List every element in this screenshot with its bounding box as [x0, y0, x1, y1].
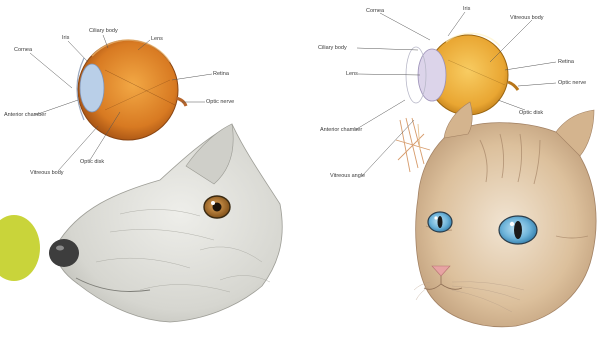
- dog-label-retina: Retina: [213, 71, 229, 77]
- cat-label-optic-nerve: Optic nerve: [558, 80, 586, 86]
- cat-optic-nerve: [508, 82, 518, 90]
- cat-label-cornea: Cornea: [366, 8, 384, 14]
- dog-nose: [49, 239, 79, 267]
- dog-eye-diagram: [30, 35, 212, 171]
- cat-label-ciliary-body: Ciliary body: [318, 45, 347, 51]
- dog-label-optic-nerve: Optic nerve: [206, 99, 234, 105]
- cat-label-vitreous-angle: Vitreous angle: [330, 173, 365, 179]
- dog-label-cornea: Cornea: [14, 47, 32, 53]
- dog-head-illustration: [49, 124, 282, 322]
- cat-muscle-sketch: [396, 118, 430, 172]
- dog-lens: [80, 64, 104, 112]
- cat-label-lens: Lens: [346, 71, 358, 77]
- dog-label-lens: Lens: [151, 36, 163, 42]
- dog-label-optic-disk: Optic disk: [80, 159, 104, 165]
- cat-label-retina: Retina: [558, 59, 574, 65]
- cat-label-iris: Iris: [463, 6, 470, 12]
- dog-label-iris: Iris: [62, 35, 69, 41]
- dog-label-ciliary-body: Ciliary body: [89, 28, 118, 34]
- cat-lens: [418, 49, 446, 101]
- dog-head-shape: [56, 124, 283, 322]
- cat-label-optic-disk: Optic disk: [519, 110, 543, 116]
- cat-label-vitreous-body: Vitreous body: [510, 15, 544, 21]
- cat-head-illustration: [414, 102, 596, 327]
- dog-label-anterior-chamber: Anterior chamber: [4, 112, 46, 118]
- cat-label-anterior-chamber: Anterior chamber: [320, 127, 362, 133]
- yellow-ball: [0, 215, 40, 281]
- dog-label-vitreous-body: Vitreous body: [30, 170, 64, 176]
